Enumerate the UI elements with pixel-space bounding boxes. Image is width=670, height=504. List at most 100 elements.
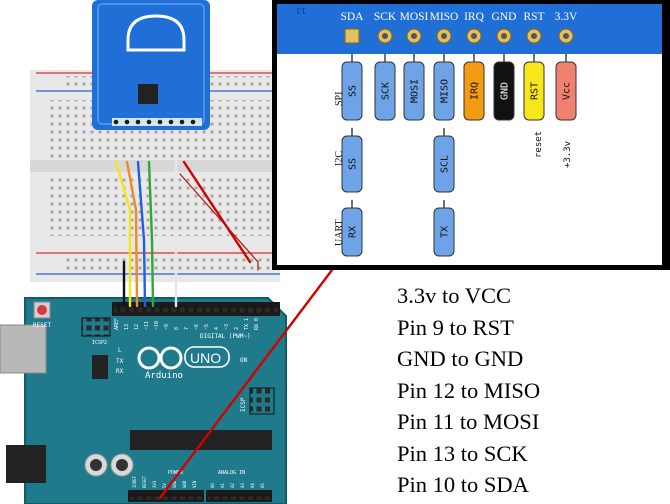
header-pad-miso [436,28,452,44]
note-miso: Pin 12 to MISO [397,377,541,403]
svg-text:TX: TX [440,226,451,238]
analog-pin-label: A4 [250,483,255,488]
svg-text:SCL: SCL [440,155,451,173]
tag-rst: RST [523,54,545,121]
tag-ss: SS [341,54,363,121]
analog-pin-label: A2 [230,483,235,488]
vcc-note: +3.3v [563,141,573,168]
digital-pin-label: 8 [174,327,180,330]
digital-pin-label: ~10 [154,321,160,330]
on-label: ON [240,357,248,364]
tag-irq: IRQ [463,54,485,121]
wires [114,160,334,500]
tx-label: TX [116,358,124,365]
power-pin-label: RESET [142,475,147,488]
header-label-3-3v: 3.3V [555,11,578,23]
tag-uart-tx: TX [433,200,455,257]
svg-text:MOSI: MOSI [410,79,421,103]
wire-orange [125,160,139,308]
note-vcc: 3.3v to VCC [397,283,511,308]
digital-pin-label: 2 [234,327,240,330]
header-label-sck: SCK [374,11,397,23]
digital-pin-label: 13 [124,324,130,330]
wire-yellow [114,160,132,308]
usb-port [0,324,47,374]
microcontroller-chip [130,430,272,450]
digital-pin-label: ~5 [204,324,210,330]
antenna-icon [126,14,186,52]
svg-text:RX: RX [348,226,359,238]
svg-text:GND: GND [500,82,511,100]
corner-mark: 13 [296,6,306,15]
rx-label: RX [116,368,124,375]
tag-i2c-scl: SCL [433,128,455,193]
i2c-label: I2C [334,151,345,166]
power-pin-label: GND [172,480,177,488]
header-pad-mosi [406,28,422,44]
icsp2-label: ICSP2 [92,340,107,346]
header-pad-sck [377,28,393,44]
digital-pin-label: ~9 [164,324,170,330]
header-pad-rst [526,28,542,44]
note-rst: Pin 9 to RST [397,314,514,340]
digital-pin-label: 12 [134,324,140,330]
analog-pin-label: A5 [260,483,265,488]
wire-red-power [158,268,334,500]
header-label-irq: IRQ [464,11,485,23]
chip-icon [138,84,158,104]
note-mosi: Pin 11 to MOSI [397,409,540,434]
analog-pin-label: A1 [220,483,225,488]
digital-pin-label: TX 1 [244,318,250,330]
svg-text:SS: SS [348,158,359,170]
digital-pin-label: ~3 [224,324,230,330]
dc-jack [6,445,46,483]
tag-vcc: Vcc [555,54,577,121]
header-pad-3-3v [558,28,574,44]
usb-chip [92,355,108,379]
analog-pin-label: A3 [240,483,245,488]
tag-mosi: MOSI [403,54,425,121]
tag-i2c-ss: SS [341,128,363,193]
wire-red-rfid [182,160,252,264]
power-label: POWER [168,470,184,476]
digital-pin-label: ~11 [144,321,150,330]
breadboard-channel [30,160,280,172]
digital-pin-label: 4 [214,327,220,330]
aref-label: AREF [114,318,120,330]
digital-pin-label: RX 0 [254,318,260,330]
note-gnd: GND to GND [397,346,524,371]
power-pin-label: 3V3 [152,480,157,488]
header-pad-gnd [496,28,512,44]
power-pin-label: GND [182,480,187,488]
svg-text:RST: RST [530,82,541,100]
analog-pin-label: A0 [210,483,215,488]
header-label-sda: SDA [340,11,364,23]
rfid-module [92,0,210,130]
power-pin-label: 5V [162,483,167,488]
connection-notes: 3.3v to VCC Pin 9 to RST GND to GND Pin … [397,280,540,501]
tag-miso: MISO [433,54,455,121]
svg-text:MISO: MISO [440,79,451,103]
reset-note: reset [534,131,544,158]
arduino-name: Arduino [145,371,183,381]
header-label-mosi: MOSI [400,11,429,23]
header-label-gnd: GND [492,11,517,23]
spi-label: SPI [334,92,345,106]
tag-gnd: GND [493,54,515,121]
header-label-rst: RST [523,11,544,23]
analog-label: ANALOG IN [218,470,245,476]
breadboard-lower-holes [46,174,280,236]
svg-text:IRQ: IRQ [470,82,481,100]
l-label: L [118,347,122,354]
arduino-logo: - [137,346,183,370]
uart-label: UART [334,219,345,246]
svg-text:-: - [158,354,161,365]
inset-module-strip [277,4,662,54]
tag-uart-rx: RX [341,200,363,257]
header-pad-square [344,28,360,44]
digital-pin-label: ~6 [194,324,200,330]
power-pin-label: VIN [192,480,197,488]
svg-text:Vcc: Vcc [562,82,573,100]
